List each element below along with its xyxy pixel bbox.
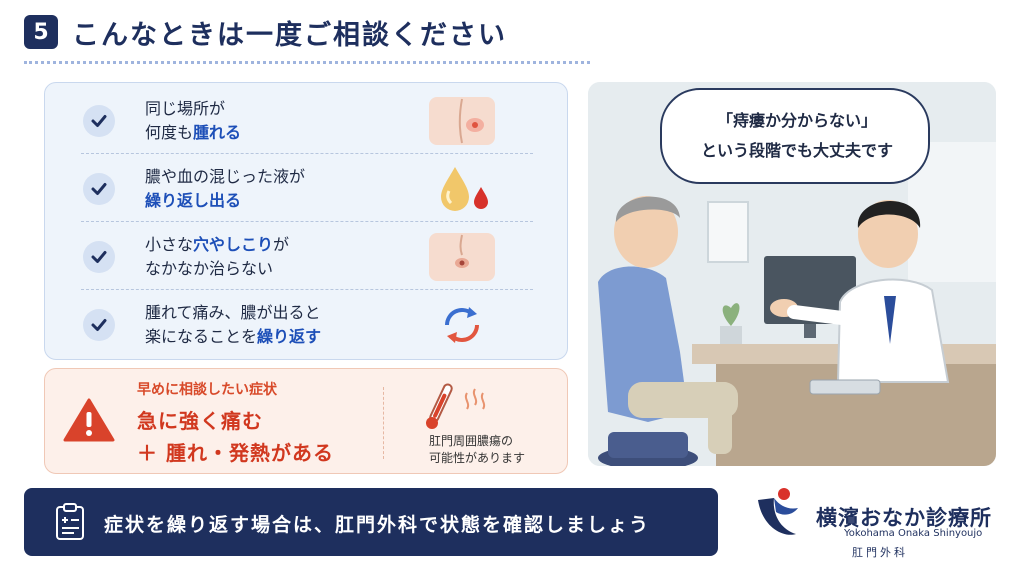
note-line-2: 可能性があります [429, 451, 526, 465]
checklist-item: 腫れて痛み、膿が出ると 楽になることを繰り返す [45, 293, 569, 357]
bubble-line-1: 「痔瘻か分からない」 [716, 111, 877, 130]
item-line-2: なかなか治らない [145, 259, 274, 278]
bubble-line-2: という段階でも大丈夫です [700, 141, 893, 160]
warning-divider [383, 387, 384, 459]
checklist-item-text: 腫れて痛み、膿が出ると 楽になることを繰り返す [145, 301, 405, 349]
item-line-1: 腫れて痛み、膿が出ると [145, 303, 321, 322]
row-divider [81, 153, 533, 154]
pus-blood-drops-illustration [427, 161, 497, 217]
item-highlight: 繰り返し出る [145, 191, 242, 210]
clinic-name: 横濱おなか診療所 [816, 506, 992, 530]
clipboard-icon [50, 502, 90, 542]
clinic-romanized-name: Yokohama Onaka Shinyoujo [844, 528, 983, 539]
page-header: 5 こんなときは一度ご相談ください [24, 12, 507, 52]
warning-label: 早めに相談したい症状 [137, 382, 277, 398]
checklist-item: 小さな穴やしこりが なかなか治らない [45, 225, 569, 289]
checklist-item-text: 膿や血の混じった液が 繰り返し出る [145, 165, 405, 213]
item-line-1: 同じ場所が [145, 99, 226, 118]
item-line-1-suffix: が [273, 235, 290, 254]
checklist-item-text: 同じ場所が 何度も腫れる [145, 97, 405, 145]
item-highlight: 繰り返す [257, 327, 322, 346]
check-icon [83, 105, 115, 137]
warning-symptom-1: 急に強く痛む [137, 409, 263, 433]
row-divider [81, 221, 533, 222]
title-divider [24, 61, 590, 64]
warning-card: 早めに相談したい症状 急に強く痛む ＋ 腫れ・発熱がある 肛門周囲膿瘍の 可能性… [44, 368, 568, 474]
checklist-item: 膿や血の混じった液が 繰り返し出る [45, 157, 569, 221]
thermometer-icon [407, 379, 497, 437]
footer-banner: 症状を繰り返す場合は、肛門外科で状態を確認しましょう [24, 488, 718, 556]
clinic-department: 肛門外科 [852, 546, 908, 559]
check-icon [83, 173, 115, 205]
item-highlight: 腫れる [193, 123, 242, 142]
row-divider [81, 289, 533, 290]
checklist-item-text: 小さな穴やしこりが なかなか治らない [145, 233, 405, 281]
buttock-swelling-illustration [427, 93, 497, 149]
item-line-2: 何度も [145, 123, 194, 142]
footer-message: 症状を繰り返す場合は、肛門外科で状態を確認しましょう [104, 514, 651, 536]
abscess-note: 肛門周囲膿瘍の 可能性があります [429, 433, 559, 467]
speech-bubble: 「痔瘻か分からない」 という段階でも大丈夫です [660, 88, 930, 184]
clinic-logo-mark [752, 486, 804, 542]
anal-opening-illustration [427, 229, 497, 285]
section-number-badge: 5 [24, 15, 58, 49]
check-icon [83, 309, 115, 341]
checklist-item: 同じ場所が 何度も腫れる [45, 89, 569, 153]
item-line-2: 楽になることを [145, 327, 258, 346]
check-icon [83, 241, 115, 273]
cycle-arrows-illustration [427, 297, 497, 353]
speech-bubble-text: 「痔瘻か分からない」 という段階でも大丈夫です [662, 106, 932, 166]
note-line-1: 肛門周囲膿瘍の [429, 434, 514, 448]
item-highlight: 穴やしこり [193, 235, 274, 254]
page-title: こんなときは一度ご相談ください [72, 19, 507, 51]
item-line-1: 膿や血の混じった液が [145, 167, 306, 186]
symptom-checklist-card: 同じ場所が 何度も腫れる 膿や血の混じった液が 繰り返し出る [44, 82, 568, 360]
warning-symptom-2: ＋ 腫れ・発熱がある [137, 441, 334, 465]
warning-triangle-icon [63, 397, 115, 443]
clinic-logo: 横濱おなか診療所 Yokohama Onaka Shinyoujo 肛門外科 [752, 486, 1002, 562]
item-line-1: 小さな [145, 235, 194, 254]
